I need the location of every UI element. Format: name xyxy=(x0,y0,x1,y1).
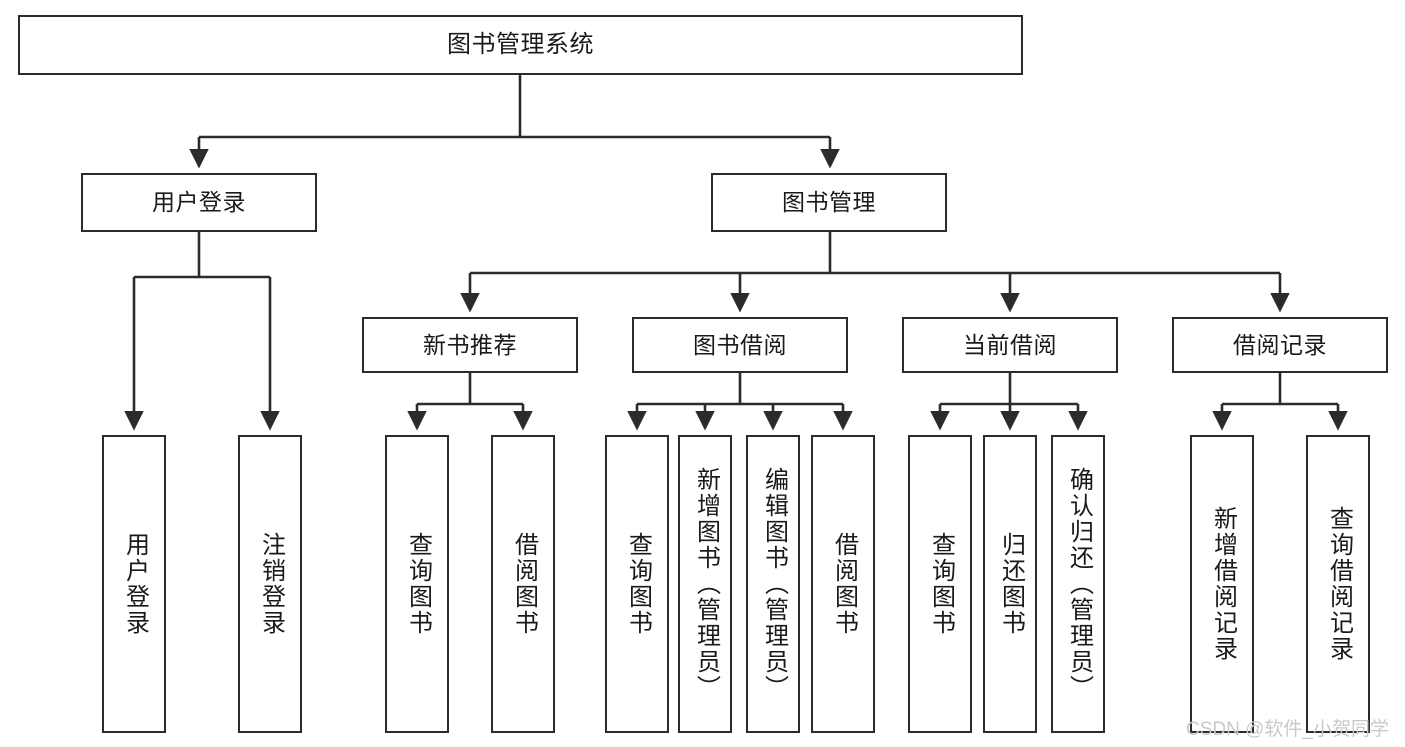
node-label: 归还图书 xyxy=(997,532,1025,636)
node-new-book-recommend[interactable]: 新书推荐 xyxy=(362,317,578,373)
leaf-borrow-book-1[interactable]: 借阅图书 xyxy=(491,435,555,733)
node-label: 借阅图书 xyxy=(510,532,538,636)
node-label: 查询图书 xyxy=(624,532,652,636)
node-book-manage[interactable]: 图书管理 xyxy=(711,173,947,232)
node-label: 用户登录 xyxy=(152,189,246,216)
leaf-query-book-1[interactable]: 查询图书 xyxy=(385,435,449,733)
node-label: 查询图书 xyxy=(404,532,432,636)
node-label: 用户登录 xyxy=(121,532,149,636)
node-current-borrow[interactable]: 当前借阅 xyxy=(902,317,1118,373)
node-label: 确认归还（管理员） xyxy=(1065,467,1093,701)
node-book-borrow[interactable]: 图书借阅 xyxy=(632,317,848,373)
leaf-return-book[interactable]: 归还图书 xyxy=(983,435,1037,733)
node-label: 借阅图书 xyxy=(830,532,858,636)
node-label: 新增图书（管理员） xyxy=(692,467,720,701)
node-label: 图书借阅 xyxy=(693,331,787,358)
node-user-login[interactable]: 用户登录 xyxy=(81,173,317,232)
node-borrow-record[interactable]: 借阅记录 xyxy=(1172,317,1388,373)
leaf-user-login[interactable]: 用户登录 xyxy=(102,435,166,733)
node-root-system[interactable]: 图书管理系统 xyxy=(18,15,1023,75)
node-label: 注销登录 xyxy=(257,532,285,636)
leaf-confirm-return[interactable]: 确认归还（管理员） xyxy=(1051,435,1105,733)
node-label: 图书管理 xyxy=(782,189,876,216)
leaf-add-book[interactable]: 新增图书（管理员） xyxy=(678,435,732,733)
node-label: 图书管理系统 xyxy=(447,31,594,59)
leaf-query-record[interactable]: 查询借阅记录 xyxy=(1306,435,1370,733)
leaf-logout-login[interactable]: 注销登录 xyxy=(238,435,302,733)
node-label: 查询图书 xyxy=(927,532,955,636)
leaf-query-book-3[interactable]: 查询图书 xyxy=(908,435,972,733)
node-label: 查询借阅记录 xyxy=(1325,506,1353,662)
leaf-query-book-2[interactable]: 查询图书 xyxy=(605,435,669,733)
node-label: 新增借阅记录 xyxy=(1209,506,1237,662)
node-label: 当前借阅 xyxy=(963,331,1057,358)
node-label: 新书推荐 xyxy=(423,331,517,358)
node-label: 借阅记录 xyxy=(1233,331,1327,358)
leaf-add-record[interactable]: 新增借阅记录 xyxy=(1190,435,1254,733)
leaf-borrow-book-2[interactable]: 借阅图书 xyxy=(811,435,875,733)
node-label: 编辑图书（管理员） xyxy=(760,467,788,701)
csdn-watermark: CSDN @软件_小贺同学 xyxy=(1186,719,1389,740)
leaf-edit-book[interactable]: 编辑图书（管理员） xyxy=(746,435,800,733)
